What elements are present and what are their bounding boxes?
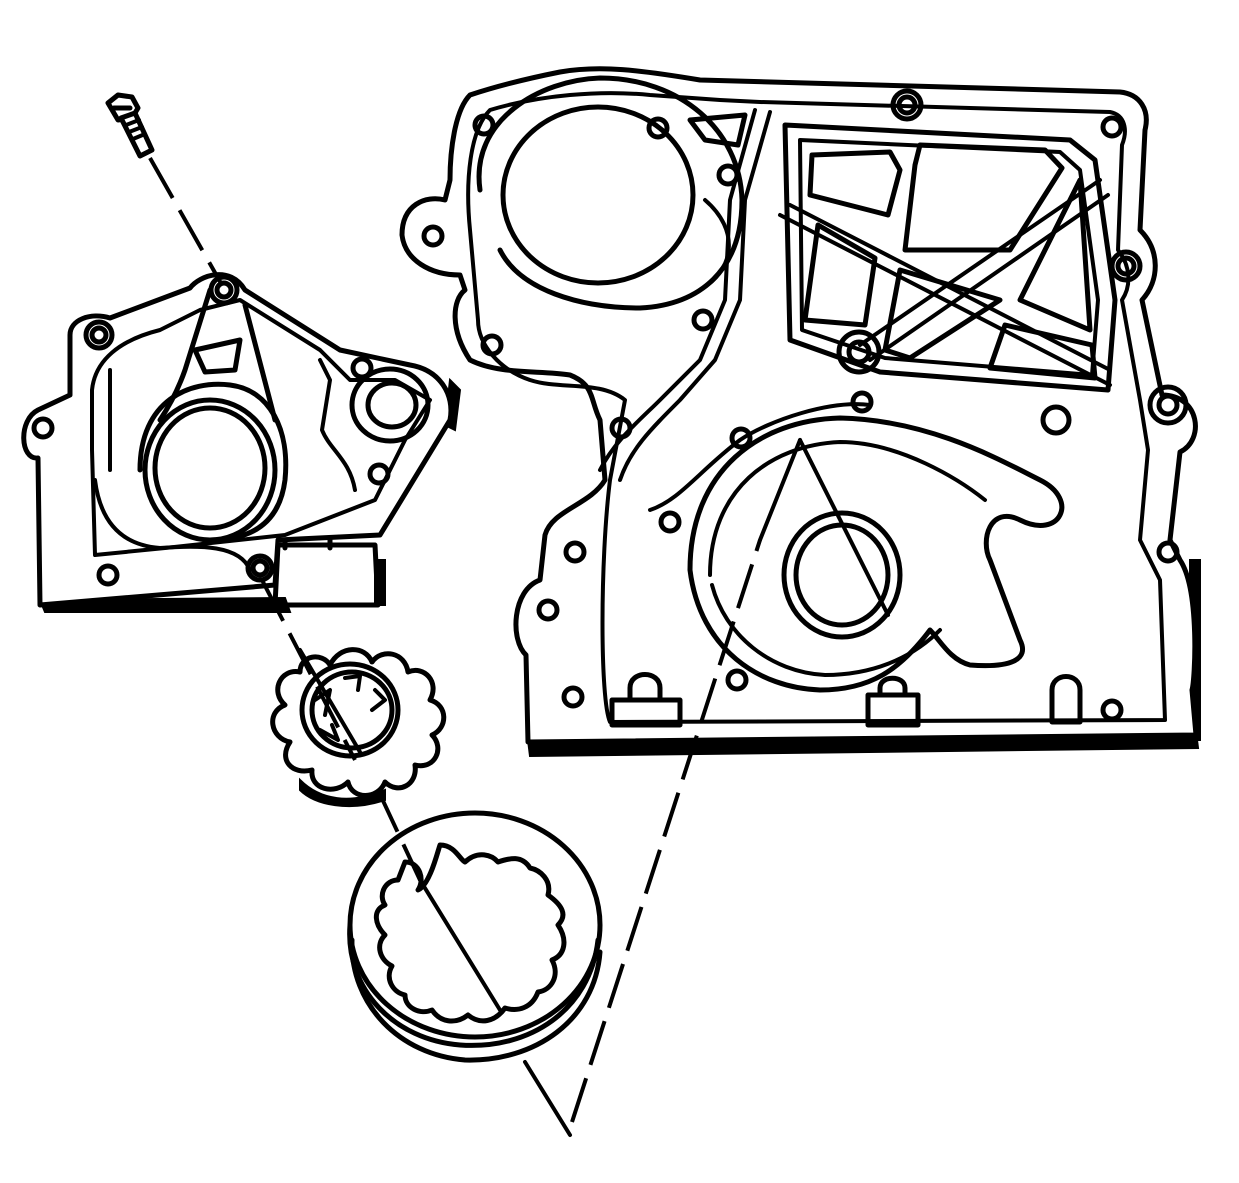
inner-rotor-gear	[270, 647, 447, 807]
engine-front-cover	[399, 66, 1201, 758]
oil-pump-cover	[21, 272, 462, 613]
bolt	[105, 92, 155, 159]
alignment-lines	[148, 157, 890, 1137]
outer-rotor-ring	[347, 810, 603, 1063]
front-cover-bolt-holes	[421, 88, 1189, 722]
